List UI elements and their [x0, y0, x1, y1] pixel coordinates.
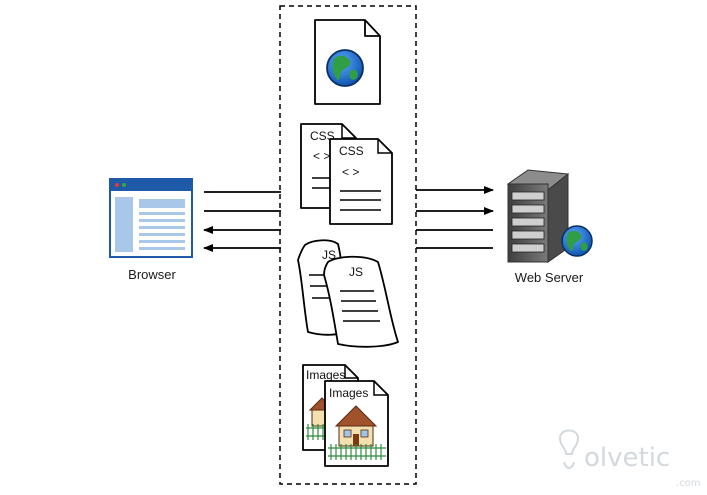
js-scroll-icon: JS JS [297, 239, 399, 348]
web-server-label: Web Server [515, 270, 584, 285]
globe-icon [561, 225, 593, 257]
watermark-logo: olvetic .com [558, 429, 701, 489]
browser-window-icon [109, 178, 193, 258]
images-back-label: Images [306, 368, 345, 382]
browser-label: Browser [128, 267, 176, 282]
resources-container [279, 5, 417, 485]
css-front-code: < > [342, 165, 359, 179]
images-front-label: Images [329, 386, 368, 400]
js-back-label: JS [322, 248, 336, 262]
css-front-label: CSS [339, 144, 364, 158]
js-front-label: JS [349, 265, 363, 279]
right-arrows [416, 186, 494, 249]
image-file-icon: Images Images [302, 364, 389, 467]
css-back-code: < > [313, 149, 330, 163]
watermark-domain: .com [676, 478, 701, 489]
css-file-icon: CSS < > CSS < > [300, 123, 393, 225]
watermark-text: olvetic [584, 443, 670, 473]
server-icon [506, 169, 570, 263]
css-back-label: CSS [310, 129, 335, 143]
left-arrows [203, 191, 281, 252]
globe-document-icon [314, 19, 381, 105]
